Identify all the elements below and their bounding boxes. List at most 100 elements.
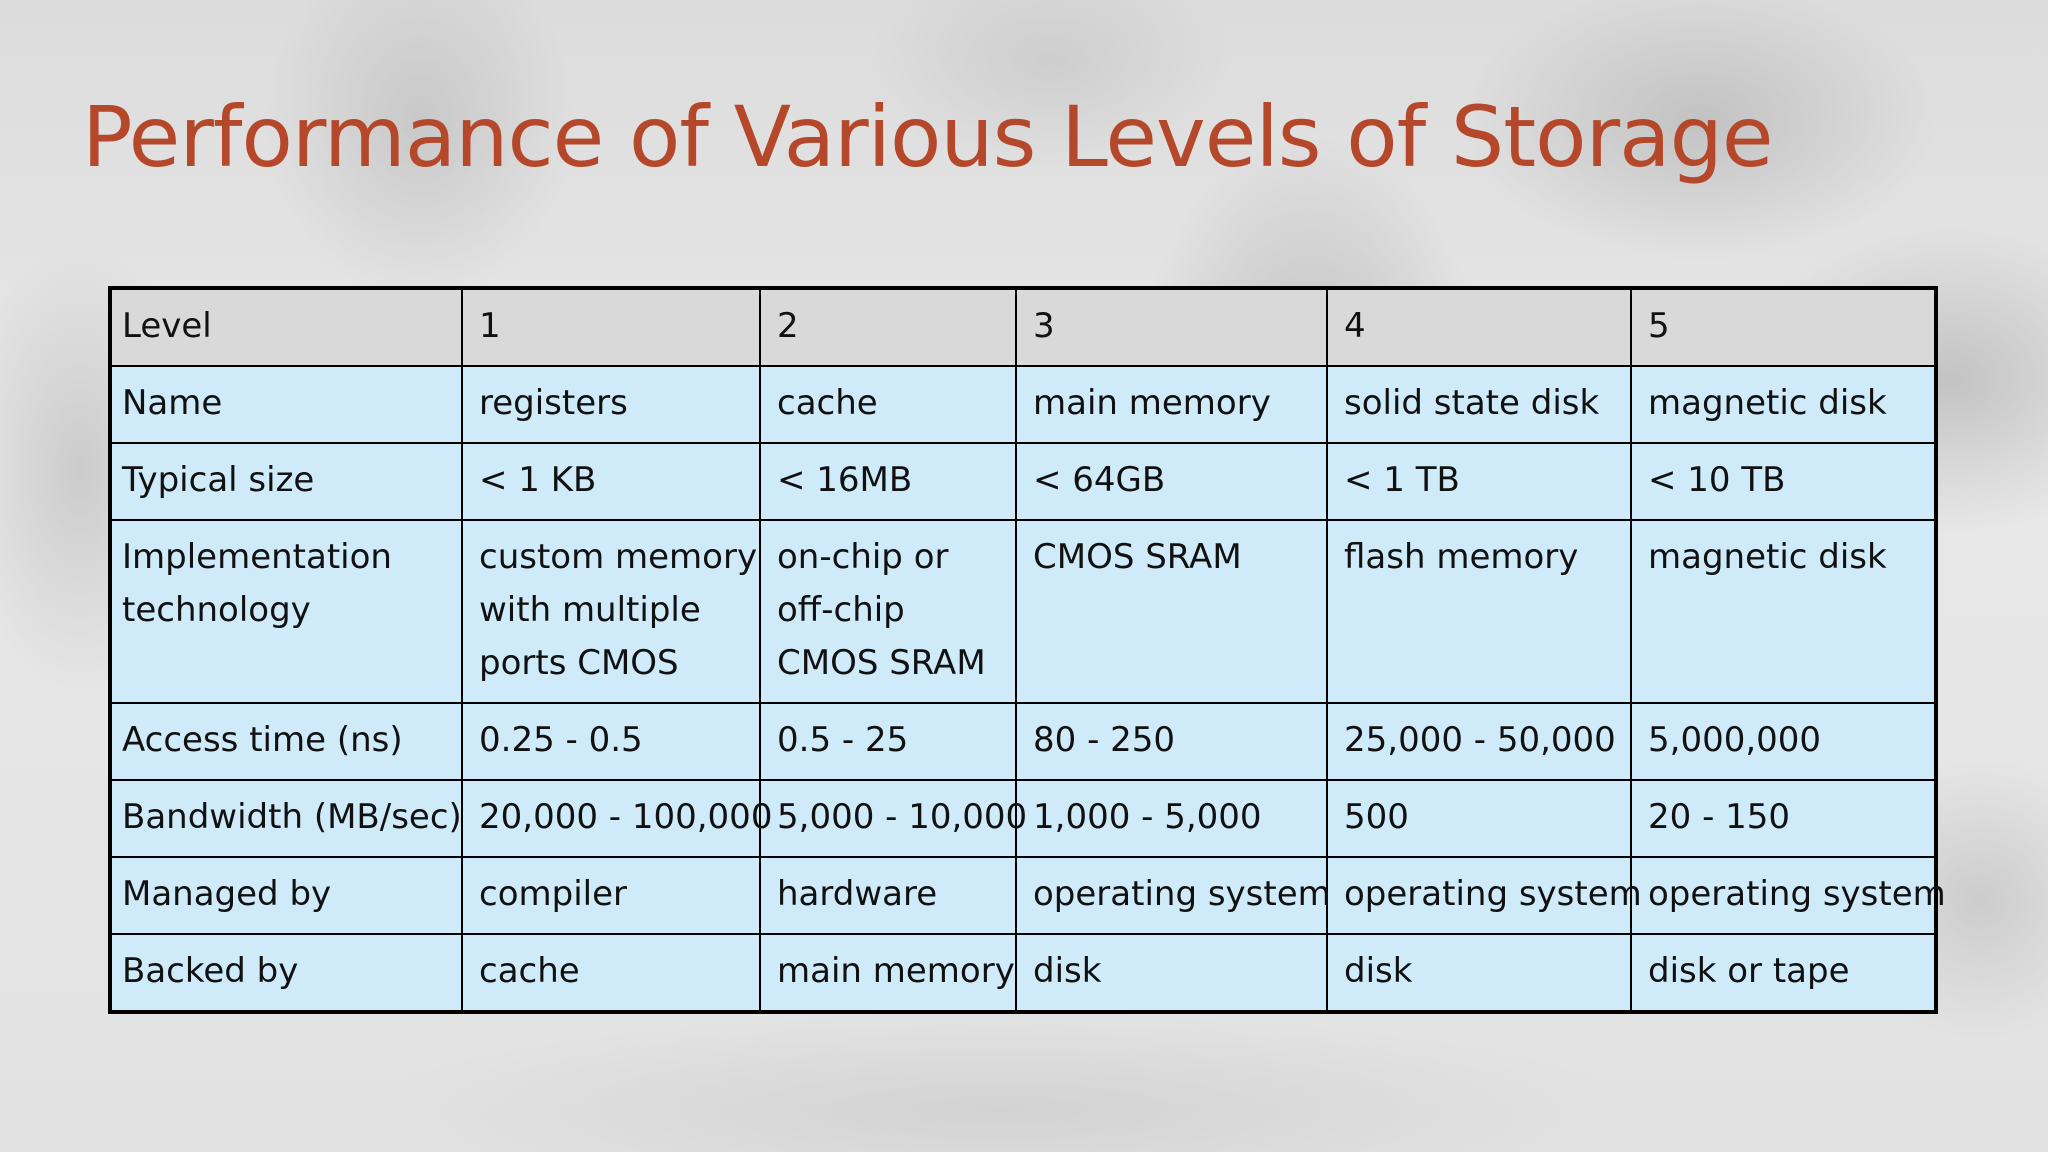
table-row: Managed by compiler hardware operating syst… [109, 856, 1946, 935]
table-row: Access time (ns) 0.25 - 0.5 0.5 - 25 80 - 2… [109, 702, 1937, 781]
table-cell: 500 [1326, 779, 1632, 858]
table-cell: < 1 TB [1326, 442, 1632, 521]
row-label-text: Bandwidth (MB/sec) [122, 797, 462, 837]
cell-text: solid state disk [1344, 383, 1600, 423]
table-cell: < 1 KB [461, 442, 761, 521]
table-cell: magnetic disk [1630, 365, 1937, 444]
cell-text: main memory [1033, 383, 1271, 423]
row-label-typical-size: Typical size [109, 442, 463, 521]
cell-text: on-chip or [777, 537, 949, 577]
cell-text: operating system [1344, 874, 1642, 914]
cell-text: CMOS SRAM [1033, 537, 1242, 577]
cell-text: cache [777, 383, 878, 423]
cell-text: 80 - 250 [1033, 720, 1176, 760]
row-label-name: Name [109, 365, 463, 444]
row-label-text: Access time (ns) [122, 720, 403, 760]
cell-text: 0.25 - 0.5 [479, 720, 643, 760]
table-cell: compiler [461, 856, 761, 935]
cell-text: magnetic disk [1648, 383, 1887, 423]
row-label-text: Backed by [122, 951, 299, 991]
table-cell: 80 - 250 [1015, 702, 1328, 781]
table-cell: main memory [759, 933, 1017, 1013]
table-cell: solid state disk [1326, 365, 1632, 444]
row-label-level: Level [109, 287, 463, 367]
cell-text: 0.5 - 25 [777, 720, 909, 760]
cell-text: operating system [1648, 874, 1946, 914]
cell-text: < 10 TB [1648, 460, 1786, 500]
cell-text: disk or tape [1648, 951, 1850, 991]
level-number-cell: 4 [1326, 287, 1632, 367]
cell-text: with multiple [479, 590, 701, 630]
table-cell: disk [1015, 933, 1328, 1013]
cell-text: cache [479, 951, 580, 991]
row-label-text: Managed by [122, 874, 332, 914]
cell-text: registers [479, 383, 628, 423]
table-cell: hardware [759, 856, 1017, 935]
table-cell: 20 - 150 [1630, 779, 1937, 858]
table-cell: < 10 TB [1630, 442, 1937, 521]
row-label-text: technology [122, 590, 311, 630]
cell-text: 20,000 - 100,000 [479, 797, 773, 837]
table-cell: operating system [1630, 856, 1946, 935]
row-label-managed-by: Managed by [109, 856, 463, 935]
cell-text: custom memory [479, 537, 758, 577]
table-cell: cache [759, 365, 1017, 444]
table-cell: custom memory with multiple ports CMOS [461, 519, 761, 704]
table-cell: cache [461, 933, 761, 1013]
table-cell: 25,000 - 50,000 [1326, 702, 1632, 781]
table-cell: < 64GB [1015, 442, 1328, 521]
table-cell: 1,000 - 5,000 [1015, 779, 1328, 858]
cell-text: disk [1344, 951, 1413, 991]
cell-text: main memory [777, 951, 1015, 991]
table-cell: disk or tape [1630, 933, 1937, 1013]
table-cell: 5,000 - 10,000 [759, 779, 1028, 858]
row-label-backed-by: Backed by [109, 933, 463, 1013]
cell-text: operating system [1033, 874, 1331, 914]
row-label-access-time-ns: Access time (ns) [109, 702, 463, 781]
table-cell: 0.5 - 25 [759, 702, 1017, 781]
table-cell: main memory [1015, 365, 1328, 444]
table-row: Typical size < 1 KB < 16MB < 64GB < 1 TB < 10… [109, 442, 1937, 521]
row-label-bandwidth-mb-sec: Bandwidth (MB/sec) [109, 779, 463, 858]
table-cell: operating system [1326, 856, 1642, 935]
table-row: Implementation technology custom memory wit… [109, 519, 1937, 704]
row-label-implementation-technology: Implementation technology [109, 519, 463, 704]
table-cell: 0.25 - 0.5 [461, 702, 761, 781]
cell-text: hardware [777, 874, 938, 914]
cell-text: 5,000,000 [1648, 720, 1822, 760]
table-cell: flash memory [1326, 519, 1632, 704]
cell-text: < 64GB [1033, 460, 1166, 500]
cell-text: off-chip [777, 590, 905, 630]
table-cell: < 16MB [759, 442, 1017, 521]
table-cell: operating system [1015, 856, 1331, 935]
cell-text: < 1 TB [1344, 460, 1460, 500]
table-cell: 5,000,000 [1630, 702, 1937, 781]
table-cell: disk [1326, 933, 1632, 1013]
table-row: Name registers cache main memory solid state… [109, 365, 1937, 444]
table-cell: registers [461, 365, 761, 444]
cell-text: disk [1033, 951, 1102, 991]
cell-text: flash memory [1344, 537, 1579, 577]
row-label-text: Name [122, 383, 223, 423]
cell-text: compiler [479, 874, 627, 914]
cell-text: 25,000 - 50,000 [1344, 720, 1616, 760]
cell-text: < 1 KB [479, 460, 597, 500]
cell-text: ports CMOS [479, 643, 679, 683]
row-label-text: Typical size [122, 460, 315, 500]
cell-text: 5,000 - 10,000 [777, 797, 1028, 837]
row-label-text: Implementation [122, 537, 392, 577]
cell-text: magnetic disk [1648, 537, 1887, 577]
cell-text: 500 [1344, 797, 1409, 837]
level-number-cell: 2 [759, 287, 1017, 367]
level-number-cell: 5 [1630, 287, 1937, 367]
table-cell: magnetic disk [1630, 519, 1937, 704]
table-cell: CMOS SRAM [1015, 519, 1328, 704]
level-number-cell: 3 [1015, 287, 1328, 367]
cell-text: < 16MB [777, 460, 913, 500]
table-cell: 20,000 - 100,000 [461, 779, 773, 858]
table-row: Backed by cache main memory disk disk disk or… [109, 933, 1937, 1013]
